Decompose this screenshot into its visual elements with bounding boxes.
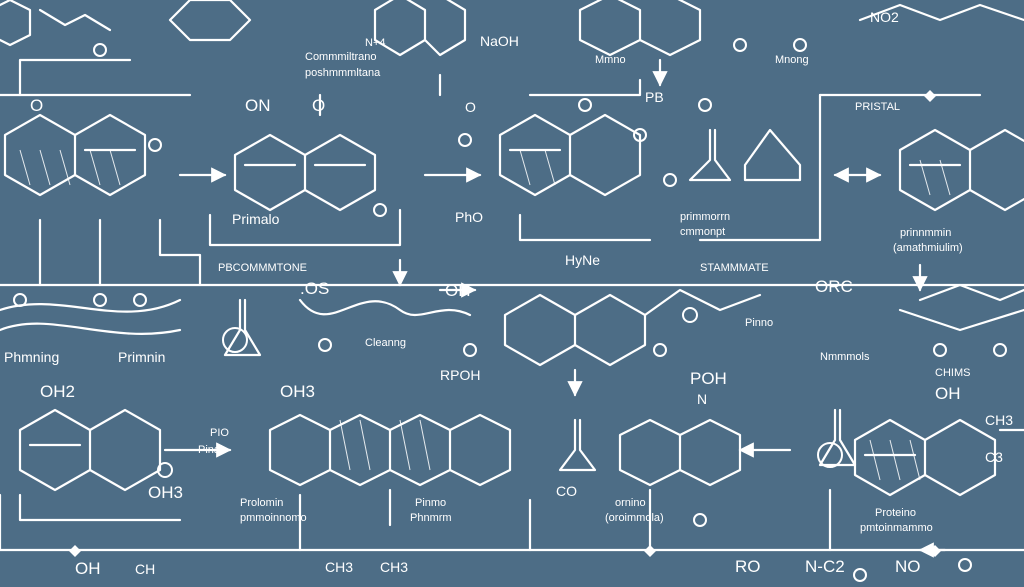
protein-line-1: Proteino [875,507,916,519]
commentary-line-1: Commmiltrano [305,51,377,63]
n-label: N [697,391,708,407]
pinai-label: Pinai [198,444,223,456]
ch-bottom-label-3: CH3 [380,559,409,575]
reagent-formula: N+4 [365,37,386,49]
top-ring-6 [638,0,702,57]
pio-label: PIO [210,427,229,439]
no2-label: NO2 [870,9,899,25]
ch3-label: CH3 [985,412,1014,428]
flask-left-row3 [223,298,262,357]
oh-right-label: OH [935,384,961,403]
prstal-label: PRISTAL [855,101,901,113]
naoh-label: NaOH [480,33,519,49]
orc-label: ORC [815,277,853,296]
mono-label-2: Mnong [775,54,809,66]
proloin-line-2: pmmoinnomo [240,512,307,524]
mid-box-line-1: primmorrn [680,211,731,223]
primalo-label: Primalo [232,211,280,227]
ch-label: O [465,99,476,115]
pinmo-line-1: Pinmo [415,497,447,509]
o-label-left: O [30,96,44,115]
flask-shape-1 [688,128,732,182]
anthracene-label: (amathmiulim) [893,242,963,254]
ornino-line-2: (oroimmola) [605,512,664,524]
pho-label: PhO [455,209,484,225]
oh2-left-label: OH2 [40,382,75,401]
proloin-line-1: Prolomin [240,497,284,509]
oh3-label: OH3 [280,382,315,401]
primnmmin-label: prinnmmin [900,227,952,239]
molecule-center-naphthalene [498,113,642,197]
molecule-center-left-naphthalene [233,133,377,212]
top-ring-5 [578,0,642,57]
molecule-left-naphthalene [3,113,147,197]
molecule-right-naphthalene [898,128,1024,212]
molecule-bottom-right [853,418,997,497]
top-ring-4 [423,0,467,57]
molecule-bottom-center [618,418,742,487]
nmmols-label: Nmmmols [820,351,870,363]
o-label-mid: O [312,96,326,115]
molecule-bottom-left [18,408,162,492]
flask-bottom-mid [558,418,597,472]
no-label: NO [895,557,921,576]
mid-box-line-2: cmmonpt [680,226,726,238]
mono-label-1: Mmno [595,54,626,66]
rpoh-label: RPOH [440,367,481,383]
oh3-lower-label: OH3 [148,483,183,502]
os-label: .OS [300,279,330,298]
flask-shape-2 [743,128,802,182]
top-ring-2 [168,0,252,42]
commentary-line-2: poshmmmltana [305,67,381,79]
top-chain [38,8,112,32]
cleanng-label: Cleanng [365,337,406,349]
pb-label: PB [645,89,664,105]
on-label: ON [245,96,271,115]
c3-label: C3 [985,449,1003,465]
co-label: CO [556,483,577,499]
primin-label: Primnin [118,349,166,365]
ro-label: RO [735,557,761,576]
pinmo-line-2: Phnmrm [410,512,452,524]
nco-label: N-C2 [805,557,845,576]
flask-bottom-right [818,408,857,467]
pbcommtone-label: PBCOMMMTONE [218,262,308,274]
poh-label: POH [690,369,727,388]
top-ring-3 [373,0,427,57]
ch-bottom-label-1: CH [135,561,156,577]
top-right-chain [858,3,1024,22]
ch-bottom-label-2: CH3 [325,559,354,575]
oh-bottom-label: OH [75,559,101,578]
stammate-label: STAMMMATE [700,262,769,274]
chims-label: CHIMS [935,367,971,379]
protein-line-2: pmtoinmammo [860,522,933,534]
hyne-label: HyNe [565,252,601,268]
phmning-label: Phmning [4,349,60,365]
molecule-bottom-anthracene [268,413,512,487]
molecule-mid-naphthalene [503,293,647,367]
pinno-label: Pinno [745,317,774,329]
oh-mid-label: OH [445,281,471,300]
ornino-line-1: ornino [615,497,646,509]
top-left-ring [0,0,32,47]
